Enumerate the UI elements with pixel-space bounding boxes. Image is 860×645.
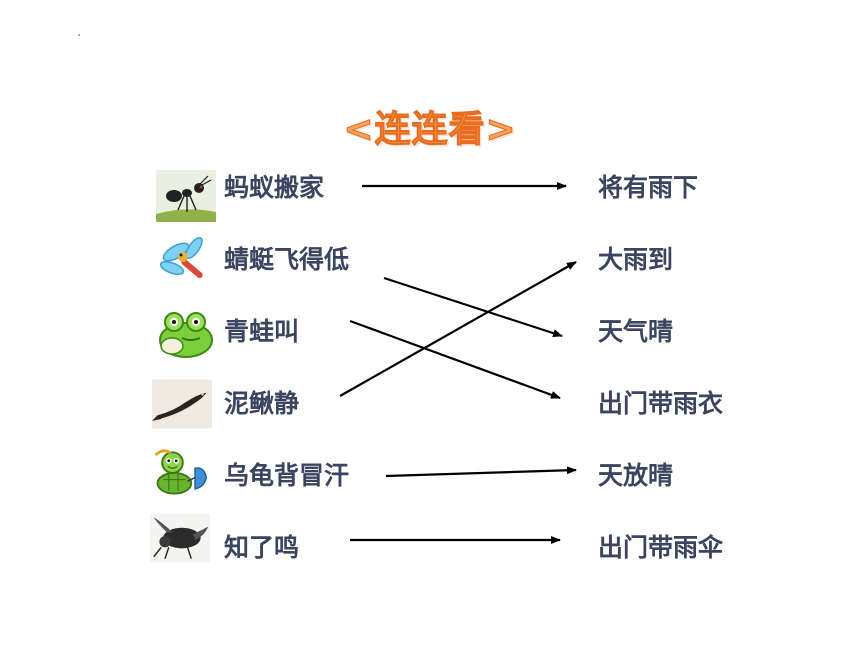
connection-arrow-1 <box>383 276 563 338</box>
connection-arrow-3 <box>339 261 577 397</box>
right-item-umbrella[interactable]: 出门带雨伞 <box>598 533 724 562</box>
right-item-raincoat[interactable]: 出门带雨衣 <box>598 389 724 418</box>
connection-arrow-4 <box>385 466 577 478</box>
left-item-ant[interactable]: 蚂蚁搬家 <box>224 173 325 202</box>
left-item-turtle[interactable]: 乌龟背冒汗 <box>224 461 350 490</box>
left-item-loach[interactable]: 泥鳅静 <box>224 389 300 418</box>
frog-icon <box>159 312 213 358</box>
left-item-frog[interactable]: 青蛙叫 <box>224 317 300 346</box>
right-item-rain-coming[interactable]: 将有雨下 <box>598 173 699 202</box>
left-item-dragonfly[interactable]: 蜻蜓飞得低 <box>224 245 350 274</box>
decorative-dot <box>78 34 80 36</box>
loach-icon <box>152 379 212 429</box>
right-item-heavy-rain[interactable]: 大雨到 <box>598 245 674 274</box>
left-item-cicada[interactable]: 知了鸣 <box>224 533 300 562</box>
ant-icon <box>156 170 216 222</box>
dragonfly-icon <box>159 237 203 279</box>
cicada-icon <box>150 513 210 563</box>
connection-arrow-2 <box>349 319 561 400</box>
turtle-icon <box>154 449 207 495</box>
page-title: <连连看> <box>343 109 517 151</box>
right-item-clearing[interactable]: 天放晴 <box>598 461 674 490</box>
right-item-sunny[interactable]: 天气晴 <box>598 317 674 346</box>
